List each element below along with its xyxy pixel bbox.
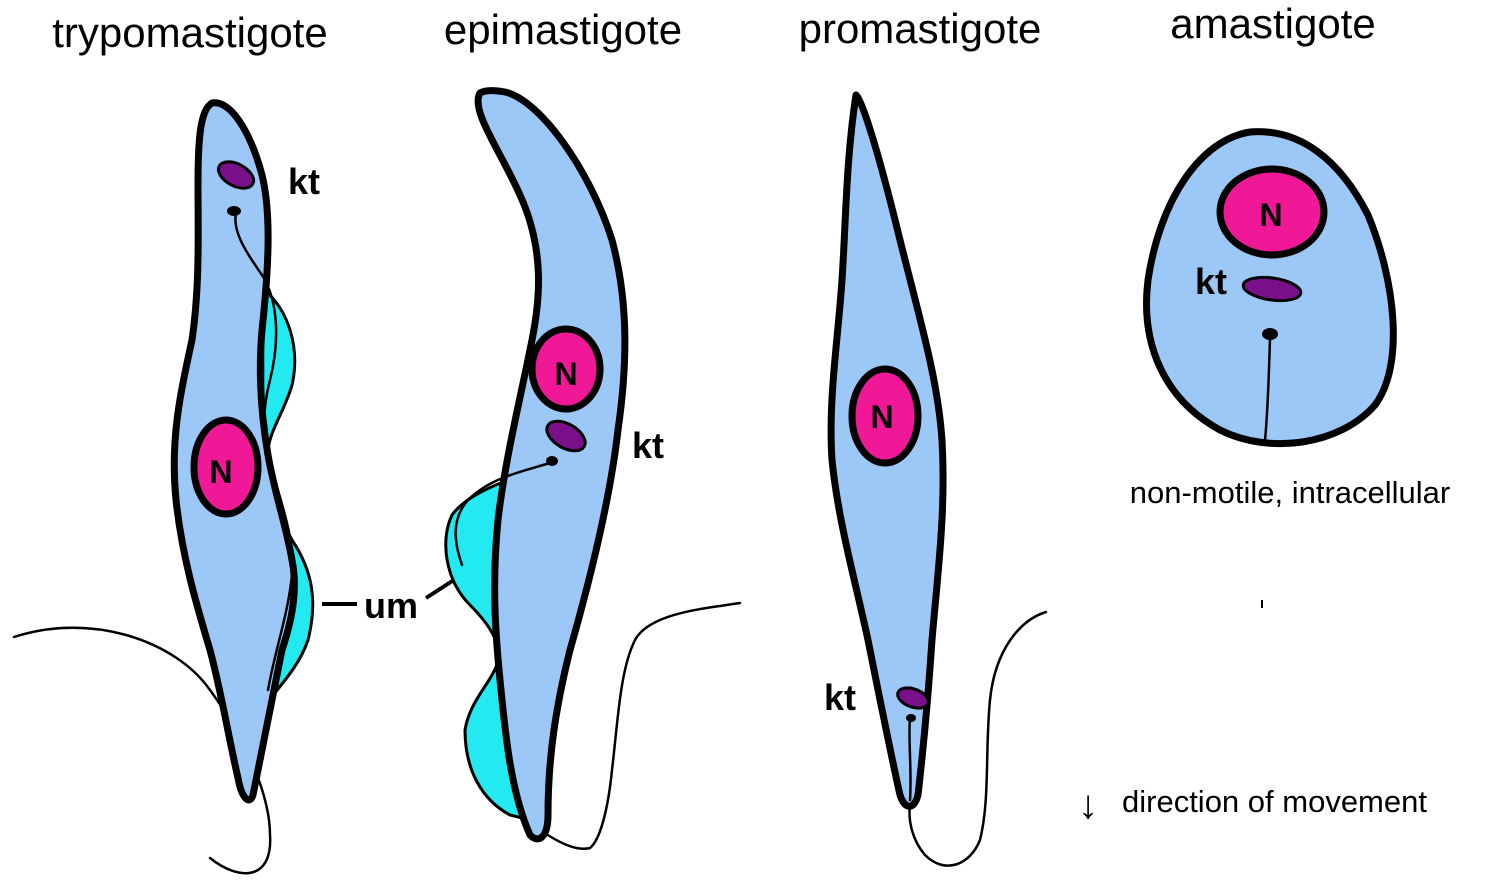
trypomastigote-cell: N kt [14, 103, 320, 873]
title-promastigote: promastigote [799, 5, 1042, 52]
um-label: um [364, 585, 418, 626]
trypomastigote-basal-body [227, 206, 241, 216]
stray-mark [1261, 600, 1263, 608]
amastigote-basal-body [1262, 328, 1278, 340]
epimastigote-kt-label: kt [632, 425, 664, 466]
title-trypomastigote: trypomastigote [52, 9, 327, 56]
down-arrow-icon: ↓ [1078, 783, 1098, 827]
promastigote-flagellum-inner [909, 718, 910, 800]
amastigote-note: non-motile, intracellular [1130, 475, 1450, 510]
promastigote-basal-body [906, 714, 916, 722]
promastigote-kt-label: kt [824, 677, 856, 718]
trypomastigote-nucleus-label: N [209, 454, 232, 490]
title-amastigote: amastigote [1170, 0, 1375, 47]
epimastigote-basal-body [546, 456, 558, 466]
amastigote-nucleus-label: N [1259, 197, 1282, 233]
movement-legend-text: direction of movement [1122, 784, 1427, 819]
amastigote-kt-label: kt [1195, 261, 1227, 302]
movement-legend: ↓ direction of movement [1078, 783, 1427, 827]
promastigote-nucleus-label: N [870, 399, 893, 435]
epimastigote-cell: N kt [446, 91, 740, 849]
trypomastigote-kt-label: kt [288, 161, 320, 202]
amastigote-cell: N kt non-motile, intracellular [1130, 132, 1450, 510]
title-epimastigote: epimastigote [444, 6, 682, 53]
um-annotation: um [322, 578, 457, 626]
epimastigote-nucleus-label: N [554, 356, 577, 392]
promastigote-cell: N kt [824, 95, 1046, 866]
